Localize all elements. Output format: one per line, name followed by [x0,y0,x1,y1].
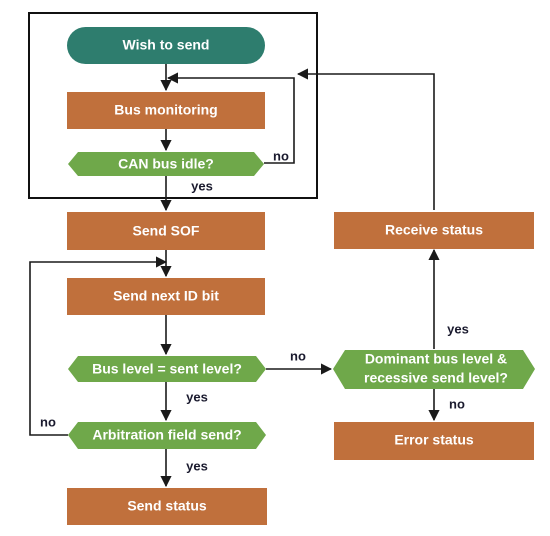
send-next-id-bit-shape [67,278,265,315]
send-next-id-bit-label: Send next ID bit [113,288,219,304]
receive-status-label: Receive status [385,222,483,238]
bus-level-check-shape [68,356,266,382]
node-send-status: Send status [67,488,267,525]
start-shape [67,27,265,64]
node-error-status: Error status [334,422,534,460]
edge-receive-to-monitoring [296,68,435,210]
can-idle-yes-label: yes [191,178,213,193]
edge-arbitration-no-loop [29,256,168,436]
node-send-sof: Send SOF [67,212,265,250]
node-can-bus-idle: CAN bus idle? [68,152,264,176]
bus-monitoring-shape [67,92,265,129]
bus-level-check-label: Bus level = sent level? [92,361,242,377]
dominant-no-label: no [449,396,465,411]
send-sof-shape [67,212,265,250]
arbitration-yes-label: yes [186,458,208,473]
error-status-shape [334,422,534,460]
node-receive-status: Receive status [334,212,534,249]
error-status-label: Error status [394,432,474,448]
send-status-shape [67,488,267,525]
send-status-label: Send status [127,498,207,514]
bus-level-yes-label: yes [186,389,208,404]
dominant-bus-level-label-line1: Dominant bus level & [365,351,507,367]
edges [29,64,440,488]
node-wish-to-send: Wish to send [67,27,265,64]
can-idle-no-label: no [273,148,289,163]
wish-to-send-label: Wish to send [123,37,210,53]
node-bus-monitoring: Bus monitoring [67,92,265,129]
can-bus-idle-label: CAN bus idle? [118,156,214,172]
arbitration-no-label: no [40,414,56,429]
bus-access-frame [28,12,318,199]
send-sof-label: Send SOF [133,223,200,239]
edge-idle-no-loop [166,72,295,164]
node-arbitration-field-send: Arbitration field send? [68,422,266,449]
node-send-next-id-bit: Send next ID bit [67,278,265,315]
can-bus-idle-shape [68,152,264,176]
arbitration-field-send-label: Arbitration field send? [92,427,241,443]
arbitration-field-send-shape [68,422,266,449]
dominant-yes-label: yes [447,321,469,336]
dominant-bus-level-shape [333,350,535,389]
bus-monitoring-label: Bus monitoring [114,102,217,118]
receive-status-shape [334,212,534,249]
node-dominant-bus-level: Dominant bus level & recessive send leve… [333,350,535,389]
dominant-bus-level-label-line2: recessive send level? [364,370,508,386]
bus-level-no-label: no [290,348,306,363]
node-bus-level-check: Bus level = sent level? [68,356,266,382]
